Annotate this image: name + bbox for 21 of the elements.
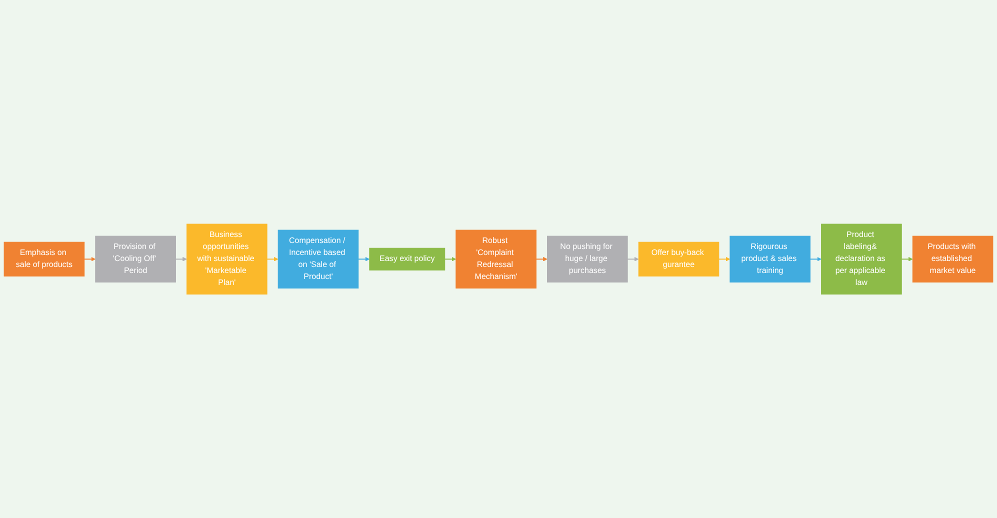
node-box: No pushing for huge / large purchases <box>547 236 628 282</box>
arrow <box>176 256 187 262</box>
node-box: Easy exit policy <box>369 248 446 270</box>
arrow <box>810 256 822 262</box>
node-box: Robust 'Complaint Redressal Mechanism' <box>456 230 536 288</box>
node-box: Provision of 'Cooling Off' Period <box>95 236 176 282</box>
node-box: Business opportunities with sustainable 'Marketable Plan' <box>186 224 268 294</box>
node-box: Offer buy-back gurantee <box>638 242 720 276</box>
arrow <box>84 256 96 262</box>
arrow <box>536 256 548 262</box>
arrow <box>358 256 370 262</box>
node-box: Rigourous product & sales training <box>730 236 810 282</box>
node-box: Products with established market value <box>912 236 994 282</box>
arrow <box>902 256 913 262</box>
arrow <box>444 256 456 262</box>
node-box: Compensation / Incentive based on 'Sale of Product' <box>278 230 359 288</box>
arrow <box>628 256 639 262</box>
node-box: Product labeling& declaration as per applicable law <box>821 224 902 294</box>
arrow <box>718 256 730 262</box>
node-box: Emphasis on sale of products <box>4 242 85 276</box>
arrow <box>267 256 278 262</box>
